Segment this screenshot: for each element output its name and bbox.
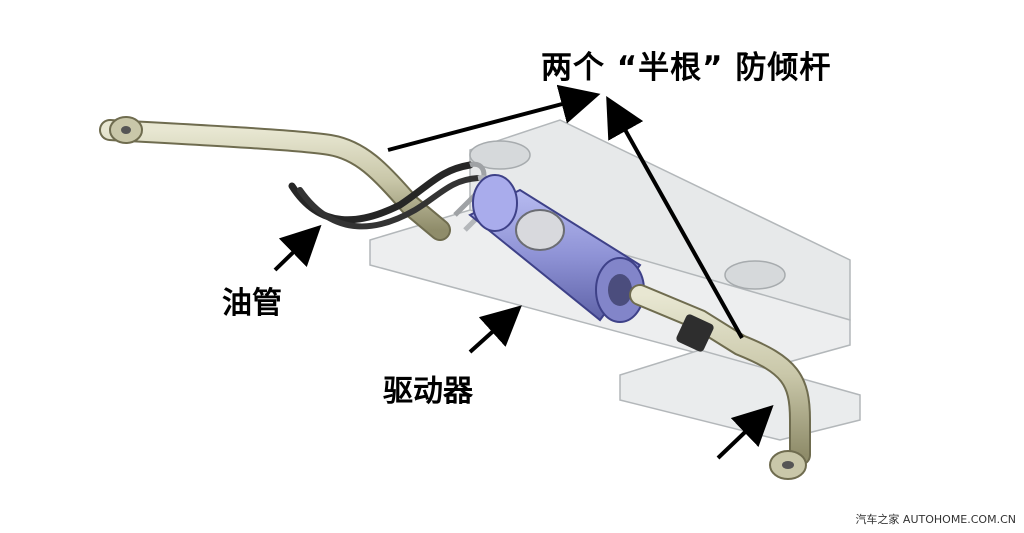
right-stabilizer-bar xyxy=(629,284,811,480)
actuator-body xyxy=(468,174,645,323)
arrow-to-actuator xyxy=(468,305,522,354)
left-stabilizer-bar xyxy=(99,116,451,241)
arrow-to-left-bar xyxy=(387,84,601,152)
stabilizer-title-label: 两个 “半根” 防倾杆 xyxy=(541,50,832,86)
callout-arrows xyxy=(273,84,774,460)
oil-hoses xyxy=(288,161,496,232)
actuator-label: 驱动器 xyxy=(383,374,473,409)
watermark: 汽车之家 AUTOHOME.COM.CN xyxy=(855,513,1016,526)
arrow-to-bar-end xyxy=(716,404,774,460)
arrow-to-right-bar xyxy=(606,96,744,339)
arrow-to-oil-pipe xyxy=(273,224,322,272)
oil-pipe-label: 油管 xyxy=(222,286,282,321)
